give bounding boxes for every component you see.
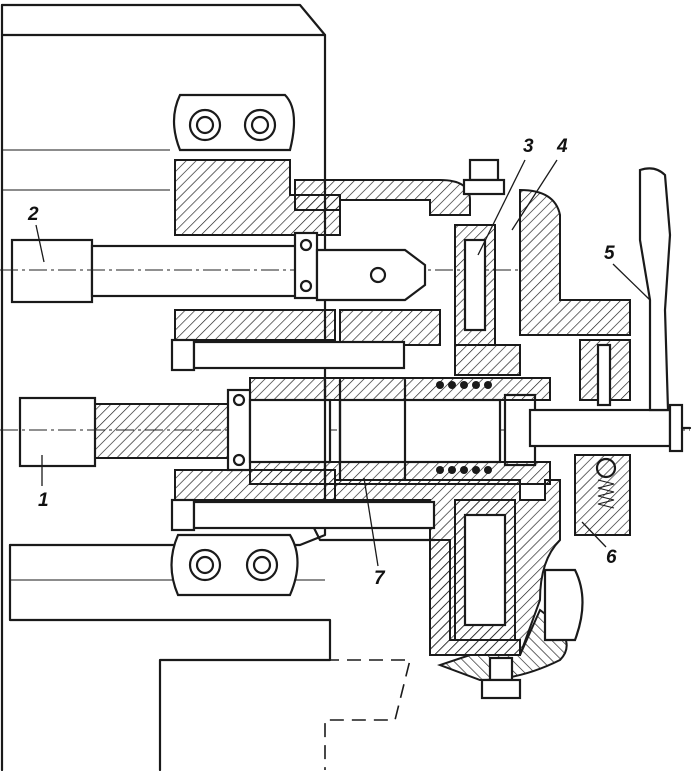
callout-label: 4 [556, 136, 568, 157]
callout-1: 1 [38, 455, 49, 511]
drive-pins [170, 338, 436, 532]
bottom-bolt [462, 158, 522, 700]
callout-label: 5 [604, 243, 615, 264]
upper-flange [172, 93, 341, 236]
callout-label: 7 [374, 568, 386, 589]
compression-spring [436, 381, 492, 474]
callout-label: 6 [606, 547, 617, 568]
coupling-fork [315, 248, 427, 302]
lower-flange [170, 533, 299, 597]
callout-2: 2 [27, 204, 45, 263]
callout-label: 1 [38, 490, 49, 511]
callout-5: 5 [604, 243, 651, 301]
callout-7: 7 [363, 477, 386, 589]
side-lug [543, 568, 584, 642]
shift-rod [528, 403, 692, 453]
shaft-2 [0, 238, 520, 304]
callout-label: 3 [523, 136, 534, 157]
gear-3-4-assembly [454, 224, 521, 641]
callout-6: 6 [581, 521, 617, 568]
callout-4: 4 [511, 136, 568, 231]
detent-6 [574, 339, 631, 536]
callout-3: 3 [477, 136, 534, 256]
lever-5 [638, 167, 672, 412]
callout-label: 2 [27, 204, 39, 225]
